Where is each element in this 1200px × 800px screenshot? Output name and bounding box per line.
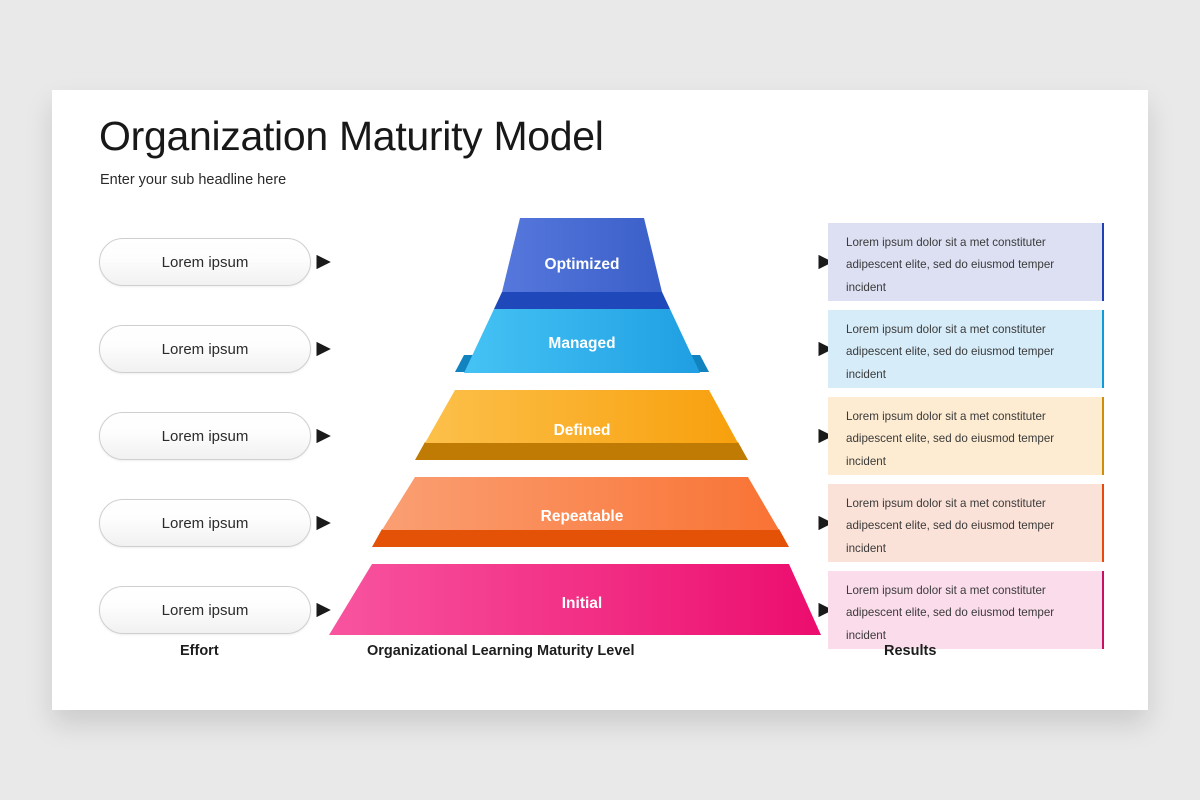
pyramid-level-managed[interactable]: Managed	[455, 309, 709, 373]
result-text: Lorem ipsum dolor sit a met constituter …	[846, 323, 1055, 381]
pill-label: Lorem ipsum	[161, 514, 249, 532]
caption-effort: Effort	[180, 643, 219, 659]
level-managed-face	[464, 309, 700, 373]
slide-card: Organization Maturity Model Enter your s…	[52, 90, 1148, 710]
pill-label: Lorem ipsum	[161, 601, 249, 619]
level-defined-label: Defined	[554, 422, 611, 439]
caption-results: Results	[884, 643, 937, 659]
level-defined-face	[425, 390, 738, 443]
result-box-managed[interactable]: Lorem ipsum dolor sit a met constituter …	[828, 310, 1104, 388]
connector-arrows	[316, 254, 833, 618]
result-text: Lorem ipsum dolor sit a met constituter …	[846, 584, 1055, 642]
level-optimized-face	[502, 218, 662, 292]
level-defined-side	[415, 442, 748, 460]
result-box-optimized[interactable]: Lorem ipsum dolor sit a met constituter …	[828, 223, 1104, 301]
caption-center: Organizational Learning Maturity Level	[367, 643, 635, 659]
level-repeatable-face	[382, 477, 779, 530]
pyramid-level-defined[interactable]: Defined	[415, 390, 748, 460]
effort-pill-repeatable[interactable]: Lorem ipsum	[99, 499, 311, 547]
pill-label: Lorem ipsum	[161, 253, 249, 271]
page-title: Organization Maturity Model	[99, 113, 604, 159]
level-initial-face	[329, 564, 821, 635]
pyramid-level-optimized[interactable]: Optimized	[494, 218, 670, 309]
level-initial-label: Initial	[562, 595, 602, 612]
result-box-repeatable[interactable]: Lorem ipsum dolor sit a met constituter …	[828, 484, 1104, 562]
level-optimized-side	[494, 292, 670, 309]
result-box-initial[interactable]: Lorem ipsum dolor sit a met constituter …	[828, 571, 1104, 649]
level-repeatable-side	[372, 529, 789, 547]
pyramid-level-initial[interactable]: Initial	[329, 564, 831, 635]
level-optimized-label: Optimized	[545, 256, 620, 273]
pill-label: Lorem ipsum	[161, 427, 249, 445]
result-box-defined[interactable]: Lorem ipsum dolor sit a met constituter …	[828, 397, 1104, 475]
effort-pill-defined[interactable]: Lorem ipsum	[99, 412, 311, 460]
pill-label: Lorem ipsum	[161, 340, 249, 358]
effort-pill-optimized[interactable]: Lorem ipsum	[99, 238, 311, 286]
result-text: Lorem ipsum dolor sit a met constituter …	[846, 236, 1055, 294]
pyramid-level-repeatable[interactable]: Repeatable	[372, 477, 789, 547]
effort-pill-initial[interactable]: Lorem ipsum	[99, 586, 311, 634]
effort-pill-managed[interactable]: Lorem ipsum	[99, 325, 311, 373]
level-repeatable-label: Repeatable	[541, 508, 624, 525]
level-managed-label: Managed	[548, 335, 615, 352]
result-text: Lorem ipsum dolor sit a met constituter …	[846, 410, 1055, 468]
result-text: Lorem ipsum dolor sit a met constituter …	[846, 497, 1055, 555]
page-subtitle: Enter your sub headline here	[100, 172, 287, 188]
maturity-pyramid: Optimized Managed Defined Repeatable	[316, 218, 833, 635]
